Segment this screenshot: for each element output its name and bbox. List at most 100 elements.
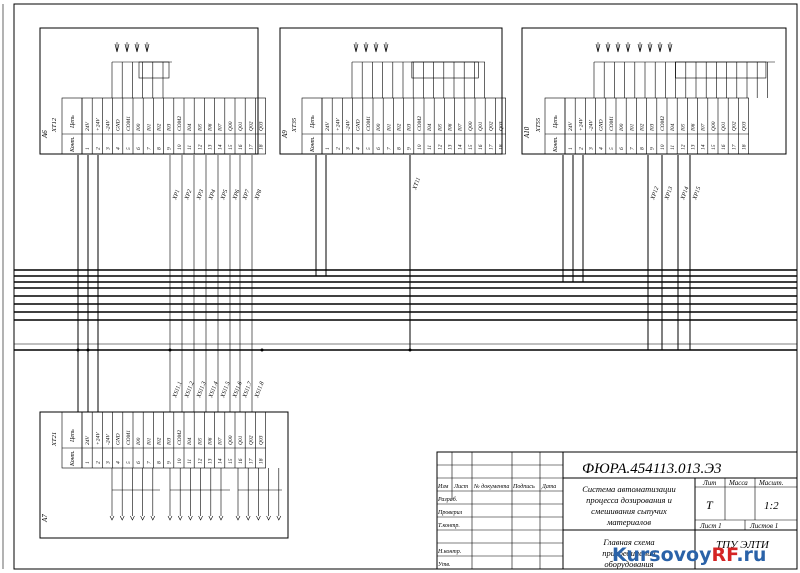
contact-label: 8 [157, 461, 163, 464]
circuit-label: I04 [426, 123, 433, 132]
sheet-col: Лист [453, 484, 469, 490]
circuit-label: +24V [577, 118, 584, 131]
circuit-label: I01 [146, 123, 152, 132]
circuit-label: Q02 [731, 121, 737, 131]
circuit-header: Цепь [70, 429, 76, 443]
circuit-label: COM2 [417, 116, 423, 131]
contact-header: Конт. [70, 450, 76, 467]
block-a6: A6 [39, 27, 259, 155]
contact-label: 12 [680, 144, 686, 150]
block-id: A10 [523, 126, 531, 139]
wire-label-a7: XS11.8 [254, 381, 266, 400]
tcontrol-row: Т.контр. [438, 523, 460, 529]
circuit-label: Q01 [238, 121, 244, 131]
contact-label: 5 [126, 147, 132, 150]
contact-label: 7 [146, 461, 152, 464]
circuit-label: I02 [157, 437, 163, 446]
wire-label-a6: XP7 [242, 188, 252, 202]
contact-label: 2 [95, 461, 101, 464]
circuit-label: -24V [588, 120, 595, 131]
approved-row: Утв. [438, 562, 450, 568]
block-a9: A9 [279, 27, 503, 155]
ncontrol-row: Н.контр. [437, 549, 461, 555]
junction-dot [86, 348, 90, 352]
circuit-label: Q00 [228, 121, 234, 131]
contact-label: 9 [167, 461, 173, 464]
circuit-label: I04 [186, 437, 193, 446]
contact-label: 5 [366, 147, 372, 150]
circuit-label: +24V [334, 118, 341, 131]
terminal-strip-a10: ЦепьКонт.24V1+24V2-24V3GND4COM15I006I017… [535, 97, 749, 155]
watermark: KursovoyRF.ru [612, 544, 766, 566]
circuit-label: +24V [94, 118, 101, 131]
contact-label: 18 [259, 144, 265, 150]
contact-label: 4 [115, 461, 122, 464]
wire-label-a10: XP12 [650, 186, 661, 202]
circuit-label: Q03 [259, 121, 265, 131]
circuit-label: COM1 [126, 116, 132, 131]
contact-label: 3 [589, 147, 595, 151]
block-a7: A7 [39, 411, 289, 539]
contact-label: 15 [228, 144, 234, 150]
circuit-label: I03 [167, 123, 173, 132]
contact-label: 12 [197, 144, 203, 150]
wire-label-a10: XP13 [664, 186, 675, 202]
circuit-label: I06 [691, 123, 697, 132]
terminal-strip-a7: ЦепьКонт.24V1+24V2-24V3GND4COM15I006I017… [51, 411, 266, 469]
sheets-label: Листов 1 [749, 522, 778, 530]
circuit-label: GND [116, 119, 122, 131]
circuit-label: I05 [197, 123, 203, 132]
circuit-label: I05 [680, 123, 686, 132]
contact-label: 11 [670, 145, 676, 150]
title-block [436, 451, 798, 570]
circuit-label: COM1 [126, 430, 132, 445]
circuit-header: Цепь [553, 115, 559, 129]
contact-label: 2 [578, 147, 584, 150]
contact-label: 18 [499, 144, 505, 150]
circuit-label: Q00 [228, 435, 234, 445]
circuit-label: I05 [197, 437, 203, 446]
circuit-label: Q02 [248, 435, 254, 445]
contact-label: 1 [85, 147, 91, 150]
organization: ТПУ ЭЛТИ [716, 539, 770, 551]
contact-label: 4 [598, 147, 605, 150]
contact-label: 6 [136, 461, 142, 464]
contact-label: 7 [629, 147, 635, 150]
circuit-label: I02 [640, 123, 646, 132]
contact-label: 14 [217, 144, 224, 150]
block-id: A6 [41, 130, 49, 139]
circuit-label: Q03 [742, 121, 748, 131]
contact-label: 1 [325, 147, 331, 150]
circuit-label: Q02 [488, 121, 494, 131]
circuit-label: I00 [136, 437, 142, 446]
contact-label: 13 [691, 144, 697, 150]
circuit-label: I07 [218, 123, 224, 132]
circuit-label: GND [356, 119, 362, 131]
wire-label-a6: XP8 [254, 189, 264, 202]
scale-header: Масшт. [758, 479, 784, 487]
contact-label: 14 [700, 144, 707, 150]
lit-value: Т [706, 498, 714, 512]
mass-header: Масса [728, 479, 748, 487]
circuit-label: I04 [186, 123, 193, 132]
contact-label: 4 [355, 147, 362, 150]
wire-label-a6: XP2 [184, 189, 194, 202]
contact-label: 16 [238, 144, 244, 150]
contact-label: 10 [417, 144, 423, 150]
contact-label: 3 [106, 461, 112, 465]
contact-label: 18 [742, 144, 748, 150]
circuit-label: 24V [567, 122, 574, 132]
contact-label: 3 [346, 147, 352, 151]
circuit-label: I03 [167, 437, 173, 446]
block-id: A9 [281, 130, 289, 139]
contact-label: 16 [238, 458, 244, 464]
wire-label-a6: XP1 [172, 189, 182, 202]
contact-header: Конт. [553, 136, 559, 153]
connector-label: XT55 [535, 117, 542, 133]
wire-label-a6: XP5 [220, 189, 230, 202]
contact-label: 15 [228, 458, 234, 464]
connector-label: XT35 [291, 117, 298, 133]
